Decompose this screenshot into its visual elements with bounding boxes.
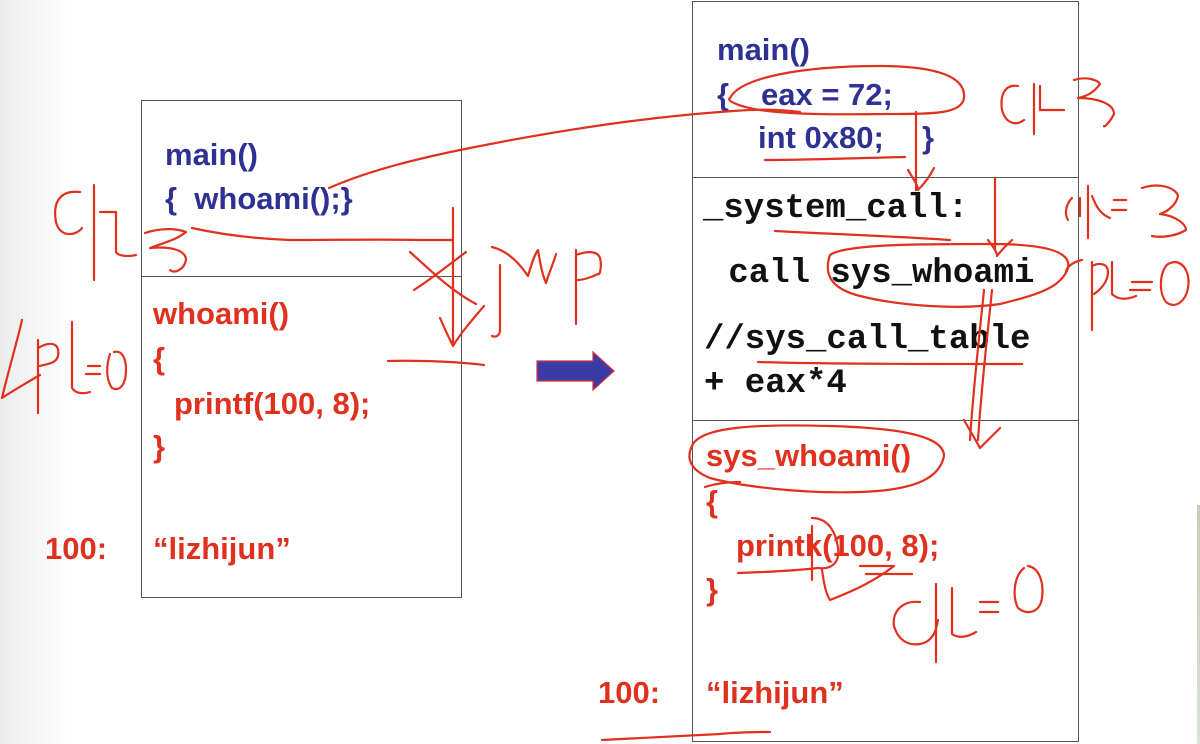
ink-right-cpl-0-mid <box>1064 258 1190 332</box>
sys-whoami-close-brace: } <box>706 572 719 607</box>
system-call-label: _system_call: <box>703 190 969 228</box>
ink-right-dpl-3 <box>1064 184 1188 240</box>
left-address-label: 100: <box>45 531 108 566</box>
left-whoami-open-brace: { <box>153 341 166 376</box>
right-main-close-brace: } <box>922 120 935 155</box>
right-main-open-brace: { <box>717 77 730 112</box>
right-string-value: “lizhijun” <box>706 675 844 710</box>
left-main-body: { whoami();} <box>165 181 353 216</box>
left-user-kernel-divider <box>141 276 462 277</box>
right-int-0x80: int 0x80; <box>758 120 884 155</box>
eax-times-4: + eax*4 <box>704 365 847 403</box>
sys-call-table-comment: //sys_call_table <box>704 321 1031 359</box>
left-whoami-signature: whoami() <box>153 296 290 331</box>
right-syscall-kernel-divider <box>692 420 1079 421</box>
right-main-signature: main() <box>717 32 810 67</box>
right-arrow-icon <box>536 350 615 392</box>
printk-call: printk(100, 8); <box>736 528 940 563</box>
left-printf-call: printf(100, 8); <box>174 386 371 421</box>
left-whoami-close-brace: } <box>153 429 166 464</box>
right-user-syscall-divider <box>692 177 1079 178</box>
left-string-value: “lizhijun” <box>153 531 291 566</box>
sys-whoami-open-brace: { <box>706 484 719 519</box>
left-main-signature: main() <box>165 137 258 172</box>
right-edge-strip <box>1197 505 1200 744</box>
sys-whoami-signature: sys_whoami() <box>706 438 912 473</box>
right-address-label: 100: <box>598 675 661 710</box>
ink-jmp-label <box>490 245 602 338</box>
left-memory-box <box>141 100 462 598</box>
call-sys-whoami: call sys_whoami <box>708 255 1035 293</box>
right-eax-assignment: eax = 72; <box>761 77 893 112</box>
ink-left-dpl-0 <box>0 318 128 415</box>
